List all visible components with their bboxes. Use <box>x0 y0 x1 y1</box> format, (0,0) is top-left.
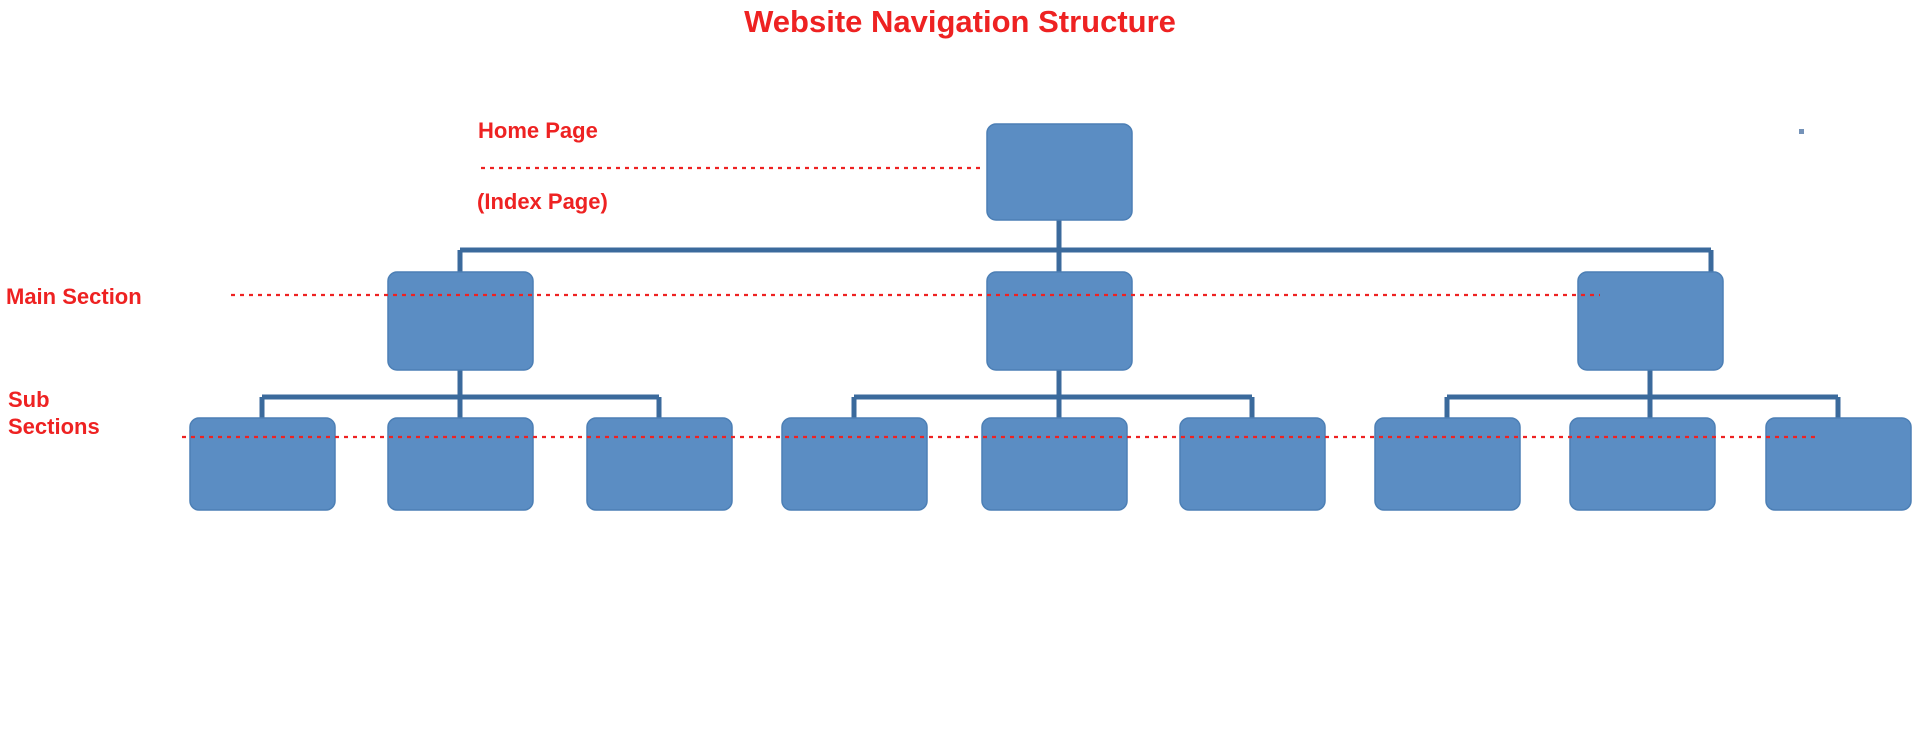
annotation-leader-layer <box>182 166 1820 439</box>
node-layer <box>189 123 1912 511</box>
node-home-page[interactable] <box>986 123 1133 221</box>
node-sub-section-8[interactable] <box>1569 417 1716 511</box>
annotation-sub-sections: Sub Sections <box>8 387 100 440</box>
node-sub-section-1[interactable] <box>189 417 336 511</box>
node-main-section-1[interactable] <box>387 271 534 371</box>
annotation-index-page: (Index Page) <box>477 189 608 214</box>
node-sub-section-7[interactable] <box>1374 417 1521 511</box>
stray-pixel-artifact <box>1799 129 1804 134</box>
node-sub-section-9[interactable] <box>1765 417 1912 511</box>
node-sub-section-4[interactable] <box>781 417 928 511</box>
connector-layer <box>259 220 1841 418</box>
node-main-section-2[interactable] <box>986 271 1133 371</box>
annotation-main-section: Main Section <box>6 284 142 309</box>
page-title: Website Navigation Structure <box>744 4 1176 39</box>
node-sub-section-3[interactable] <box>586 417 733 511</box>
node-sub-section-6[interactable] <box>1179 417 1326 511</box>
node-sub-section-2[interactable] <box>387 417 534 511</box>
node-sub-section-5[interactable] <box>981 417 1128 511</box>
node-main-section-3[interactable] <box>1577 271 1724 371</box>
annotation-home-page: Home Page <box>478 118 598 143</box>
